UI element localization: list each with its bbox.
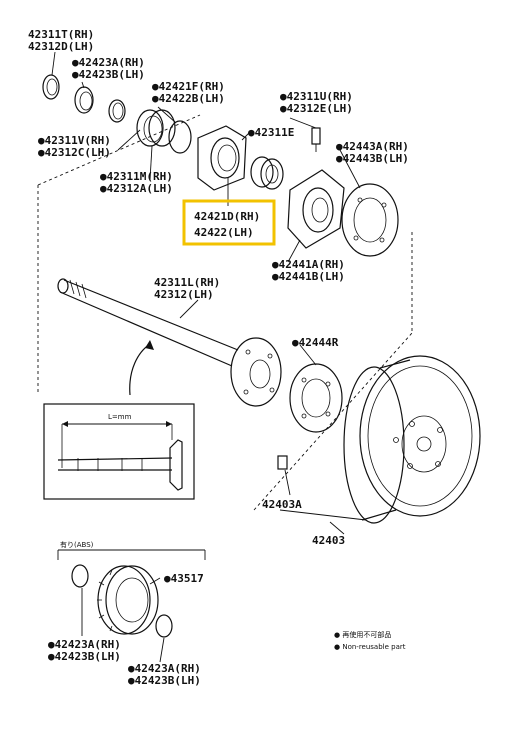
bearing-retainer-part <box>197 125 247 191</box>
label-42311V: ●42311V(RH) <box>38 134 111 147</box>
arrow-head <box>145 340 154 350</box>
shaft-length-inset <box>43 403 195 500</box>
axle-shaft-part <box>57 278 282 407</box>
label-42403: 42403 <box>312 534 345 547</box>
brake-drum-part <box>343 355 481 524</box>
label-42422: 42422(LH) <box>194 226 254 239</box>
label-42312C: ●42312C(LH) <box>38 146 111 159</box>
abs-note: 有り(ABS) <box>60 540 94 549</box>
backing-gasket-part <box>341 183 399 257</box>
label-42423A-top: ●42423A(RH) <box>72 56 145 69</box>
label-42423B-abs-right: ●42423B(LH) <box>128 674 201 687</box>
label-42312E: ●42312E(LH) <box>280 102 353 115</box>
hub-flange-part <box>287 169 345 249</box>
label-42423A-abs-left: ●42423A(RH) <box>48 638 121 651</box>
label-42423A-abs-right: ●42423A(RH) <box>128 662 201 675</box>
label-42311U: ●42311U(RH) <box>280 90 353 103</box>
label-43517: ●43517 <box>164 572 204 585</box>
leader-lines <box>51 51 367 663</box>
abs-rotor-part <box>71 564 173 638</box>
assembly-frame <box>37 114 413 511</box>
label-42422B: ●42422B(LH) <box>152 92 225 105</box>
label-42441A: ●42441A(RH) <box>272 258 345 271</box>
label-42421D: 42421D(RH) <box>194 210 260 223</box>
label-42443B: ●42443B(LH) <box>336 152 409 165</box>
label-42312: 42312(LH) <box>154 288 214 301</box>
label-42312A: ●42312A(LH) <box>100 182 173 195</box>
label-42311T: 42311T(RH) <box>28 28 94 41</box>
label-42311L: 42311L(RH) <box>154 276 220 289</box>
label-42423B-abs-left: ●42423B(LH) <box>48 650 121 663</box>
label-42403A: 42403A <box>262 498 302 511</box>
oil-seal-part <box>42 74 60 100</box>
label-42441B: ●42441B(LH) <box>272 270 345 283</box>
legend-jp: ● 再使用不可部品 <box>334 630 391 639</box>
legend-en: ● Non-reusable part <box>334 643 406 651</box>
part-labels: 42311T(RH) 42312D(LH) ●42423A(RH) ●42423… <box>28 28 409 687</box>
inset-dimension-label: L=mm <box>108 413 132 421</box>
snap-ring-part <box>168 120 192 154</box>
highlight-box <box>182 199 276 246</box>
label-42312D: 42312D(LH) <box>28 40 94 53</box>
label-42443A: ●42443A(RH) <box>336 140 409 153</box>
inset-arrow <box>129 343 151 396</box>
label-42311E: ●42311E <box>248 126 294 139</box>
label-42423B-top: ●42423B(LH) <box>72 68 145 81</box>
hub-bolt-part <box>311 127 321 152</box>
seal-42423A-part <box>74 86 94 114</box>
label-42311M: ●42311M(RH) <box>100 170 173 183</box>
label-42421F: ●42421F(RH) <box>152 80 225 93</box>
bearing-42311E-part <box>250 156 284 190</box>
spacer-ring-part <box>108 99 126 123</box>
abs-bracket <box>57 549 206 560</box>
label-42444R: ●42444R <box>292 336 339 349</box>
gasket-42444R-part <box>289 363 343 433</box>
plug-part <box>277 455 288 470</box>
